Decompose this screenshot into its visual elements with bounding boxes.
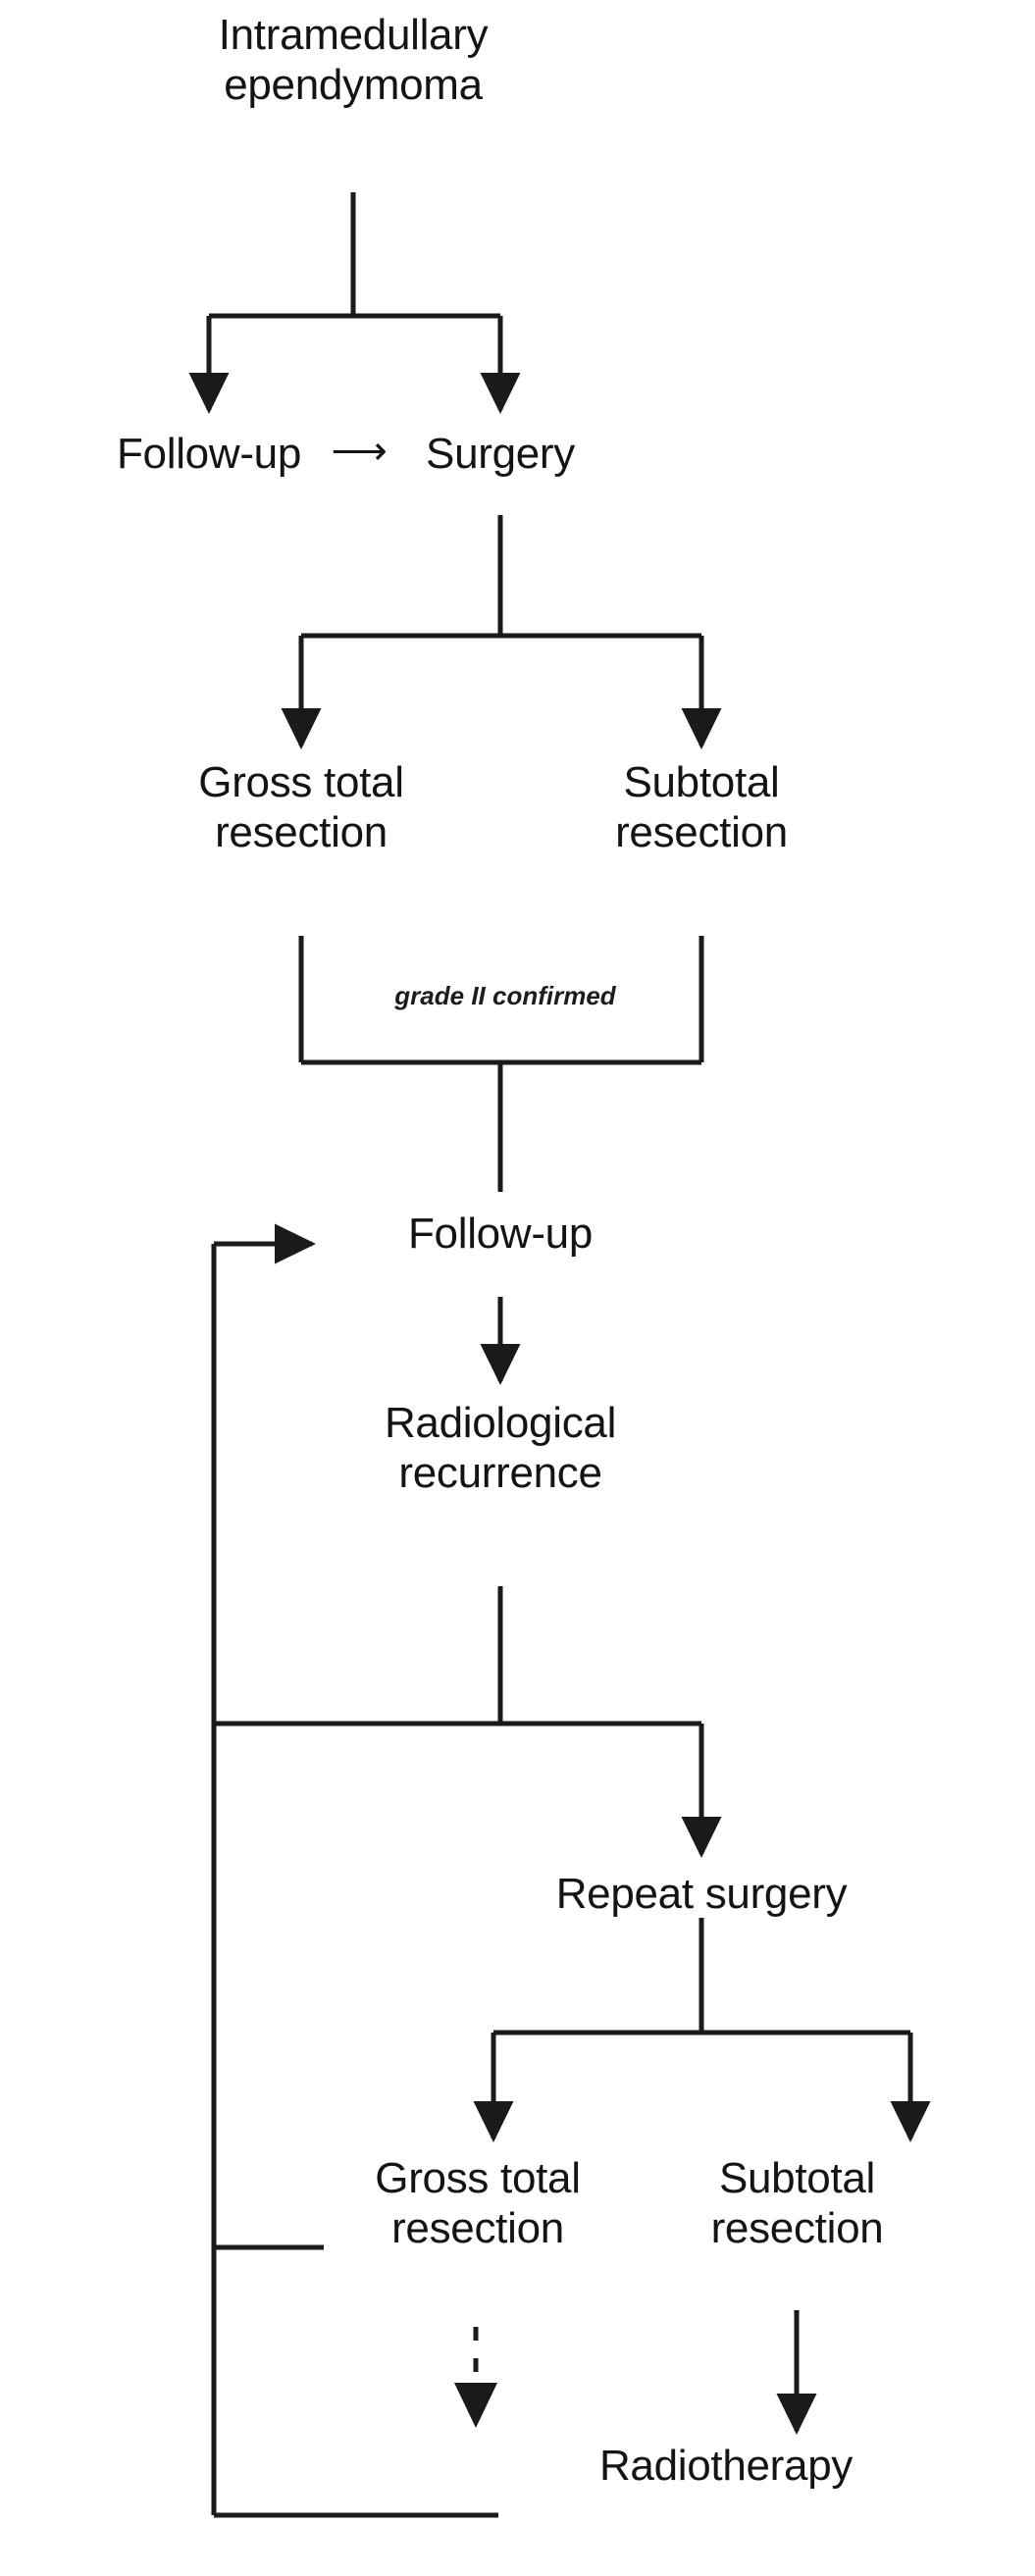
node-gross-total-resection-second: Gross total resection (375, 2154, 581, 2253)
node-surgery: Surgery (426, 430, 575, 478)
node-followup-second: Follow-up (407, 1210, 594, 1258)
node-subtotal-resection-first: Subtotal resection (615, 758, 788, 857)
node-radiotherapy: Radiotherapy (598, 2442, 854, 2490)
right-arrow-icon: ⟶ (331, 430, 388, 473)
edge-label-grade-ii-confirmed: grade II confirmed (394, 981, 616, 1010)
node-followup-initial: Follow-up (116, 430, 302, 478)
node-repeat-surgery: Repeat surgery (555, 1870, 848, 1918)
node-radiological-recurrence: Radiological recurrence (384, 1399, 617, 1498)
node-subtotal-resection-second: Subtotal resection (710, 2154, 884, 2253)
node-gross-total-resection-first: Gross total resection (198, 758, 404, 857)
node-intramedullary-ependymoma: Intramedullary ependymoma (218, 11, 489, 110)
